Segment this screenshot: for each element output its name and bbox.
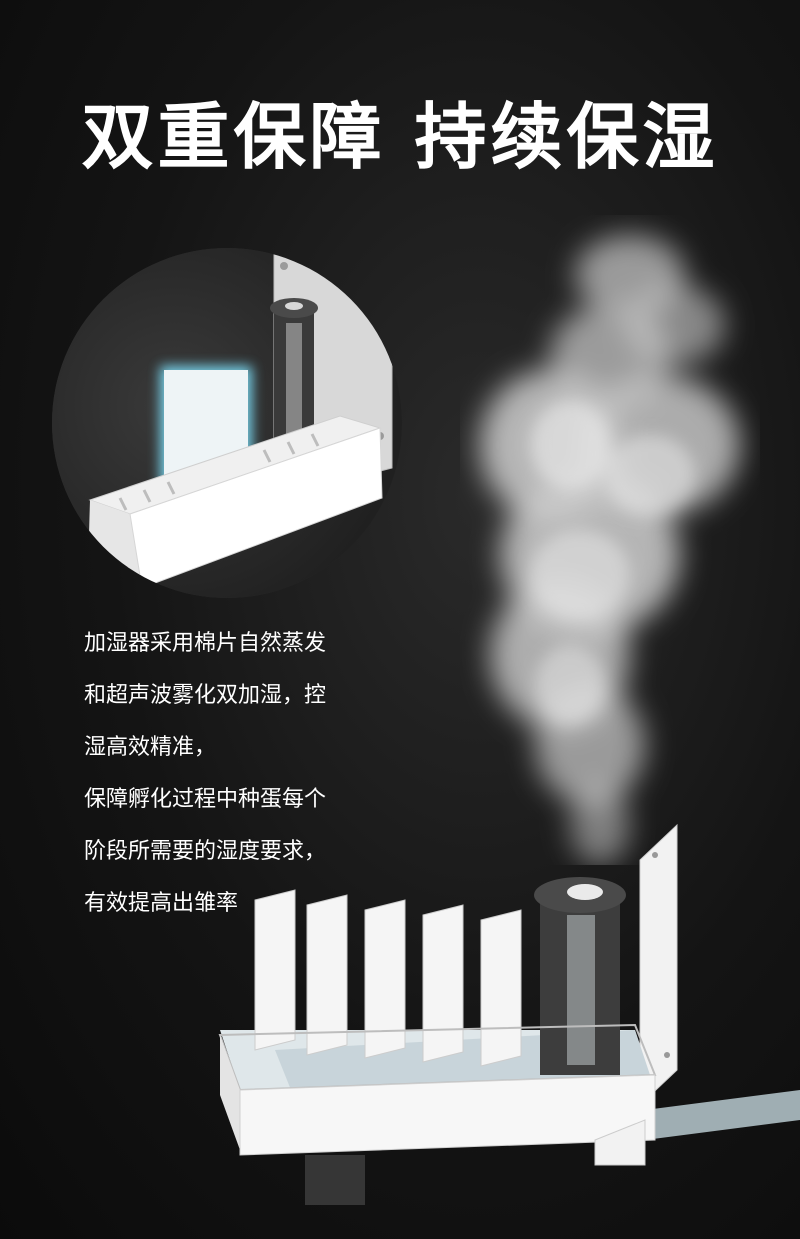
tube-icon [645,1090,800,1140]
ultrasonic-atomizer-icon [534,877,626,1075]
humidifier-tray-icon [218,823,800,1205]
description-line: 湿高效精准， [84,735,217,760]
screw-icon [280,262,288,270]
headline: 双重保障 持续保湿 [81,95,719,179]
humidifier-tray-detail-illustration [52,248,402,598]
humidifier-tray [215,820,800,1220]
steam-cloud-icon [480,235,740,865]
description-line: 保障孵化过程中种蛋每个 [84,787,327,812]
description-line: 阶段所需要的湿度要求， [84,839,327,864]
cotton-filter-pad-icon [254,889,522,1067]
description-text: 加湿器采用棉片自然蒸发 和超声波雾化双加湿，控 湿高效精准， 保障孵化过程中种蛋… [84,618,414,930]
description-line: 加湿器采用棉片自然蒸发 [84,631,327,656]
description-line: 有效提高出雏率 [84,891,239,916]
detail-zoom-circle [52,248,402,598]
description-line: 和超声波雾化双加湿，控 [84,683,327,708]
